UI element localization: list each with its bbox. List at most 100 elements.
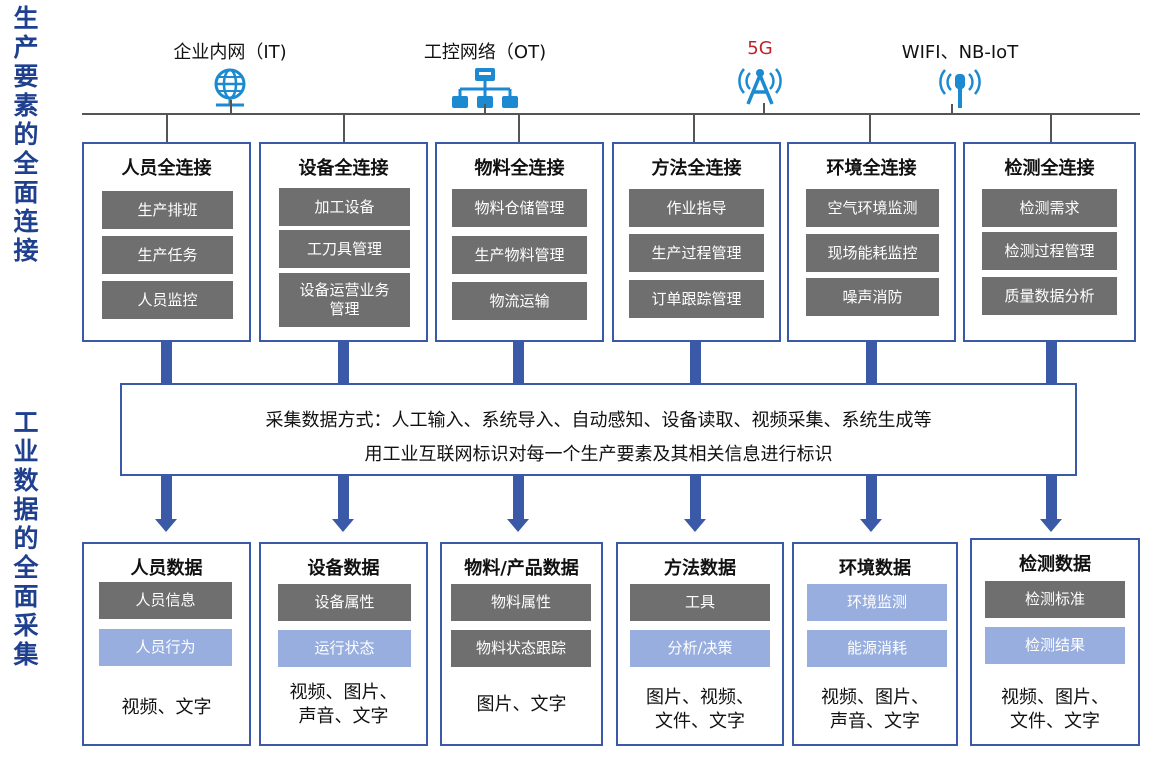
connection-item: 生产物料管理 (452, 236, 587, 274)
arrow-down-icon (332, 519, 354, 532)
network-5g: 5G (720, 0, 800, 109)
side-char: 面 (13, 178, 39, 207)
side-char: 工 (13, 408, 39, 437)
side-char: 的 (13, 524, 39, 553)
connection-box-equipment: 设备全连接 加工设备 工刀具管理 设备运营业务 管理 (259, 142, 428, 342)
network-label: WIFI、NB-IoT (901, 42, 1019, 63)
data-item: 物料状态跟踪 (451, 630, 591, 667)
arrow-shaft (161, 476, 172, 520)
network-ot: 工控网络（OT) (405, 0, 565, 116)
arrow-shaft (690, 342, 701, 383)
connection-item: 物料仓储管理 (452, 189, 587, 227)
box-title: 环境全连接 (826, 158, 917, 179)
connection-item: 质量数据分析 (982, 277, 1117, 315)
arrow-shaft (1046, 476, 1057, 520)
connection-item: 检测过程管理 (982, 232, 1117, 270)
side-char: 接 (13, 236, 39, 265)
collection-method-box: 采集数据方式：人工输入、系统导入、自动感知、设备读取、视频采集、系统生成等 用工… (120, 383, 1077, 476)
arrow-shaft (513, 476, 524, 520)
arrow-shaft (866, 342, 877, 383)
arrow-down-icon (155, 519, 177, 532)
connection-item: 生产排班 (102, 191, 233, 229)
wifi-antenna-icon (939, 69, 981, 108)
data-box-method: 方法数据 工具 分析/决策 图片、视频、 文件、文字 (616, 542, 784, 746)
globe-network-icon (214, 68, 246, 107)
network-connector (951, 104, 953, 114)
side-char: 连 (13, 207, 39, 236)
side-char: 产 (13, 33, 39, 62)
data-item: 环境监测 (807, 584, 947, 621)
side-title-collection: 工 业 数 据 的 全 面 采 集 (6, 408, 46, 669)
box-title: 设备数据 (307, 558, 380, 579)
data-formats: 视频、图片、 声音、文字 (821, 687, 929, 732)
data-box-material-product: 物料/产品数据 物料属性 物料状态跟踪 图片、文字 (440, 542, 603, 746)
connection-item: 生产任务 (102, 236, 233, 274)
connection-item: 加工设备 (279, 188, 410, 226)
arrow-shaft (866, 476, 877, 520)
data-box-equipment: 设备数据 设备属性 运行状态 视频、图片、 声音、文字 (259, 542, 428, 746)
network-label: 企业内网（IT) (173, 42, 287, 63)
connection-item: 生产过程管理 (629, 234, 764, 272)
arrow-down-icon (860, 519, 882, 532)
data-box-inspection: 检测数据 检测标准 检测结果 视频、图片、 文件、文字 (970, 538, 1140, 746)
network-label: 5G (747, 38, 773, 59)
connection-item: 空气环境监测 (806, 189, 939, 227)
data-item: 能源消耗 (807, 630, 947, 667)
cell-tower-icon (738, 68, 782, 105)
connection-box-inspection: 检测全连接 检测需求 检测过程管理 质量数据分析 (963, 142, 1136, 342)
box-connector (1050, 114, 1052, 142)
data-item: 检测标准 (985, 581, 1125, 618)
connection-box-environment: 环境全连接 空气环境监测 现场能耗监控 噪声消防 (787, 142, 956, 342)
arrow-shaft (338, 342, 349, 383)
arrow-shaft (161, 342, 172, 383)
side-char: 素 (13, 91, 39, 120)
box-title: 物料全连接 (474, 158, 565, 179)
box-connector (869, 114, 871, 142)
side-char: 面 (13, 582, 39, 611)
connection-item: 设备运营业务 管理 (279, 273, 410, 327)
connection-box-material: 物料全连接 物料仓储管理 生产物料管理 物流运输 (435, 142, 604, 342)
side-char: 全 (13, 149, 39, 178)
side-char: 数 (13, 466, 39, 495)
box-title: 设备全连接 (298, 158, 389, 179)
box-connector (518, 114, 520, 142)
data-item: 物料属性 (451, 584, 591, 621)
box-title: 物料/产品数据 (464, 558, 579, 579)
arrow-shaft (690, 476, 701, 520)
collection-method-text: 采集数据方式：人工输入、系统导入、自动感知、设备读取、视频采集、系统生成等 (265, 410, 932, 431)
box-title: 检测数据 (1019, 554, 1091, 575)
network-topology-icon (452, 68, 518, 108)
side-char: 的 (13, 120, 39, 149)
connection-item: 作业指导 (629, 189, 764, 227)
connection-item: 订单跟踪管理 (629, 280, 764, 318)
data-formats: 视频、图片、 文件、文字 (1001, 687, 1109, 732)
arrow-down-icon (684, 519, 706, 532)
connection-box-method: 方法全连接 作业指导 生产过程管理 订单跟踪管理 (612, 142, 781, 342)
side-char: 要 (13, 62, 39, 91)
box-connector (693, 114, 695, 142)
data-item: 设备属性 (278, 584, 411, 621)
network-bus-line (82, 113, 1140, 115)
side-char: 据 (13, 495, 39, 524)
data-item: 工具 (630, 584, 770, 621)
arrow-shaft (513, 342, 524, 383)
box-title: 检测全连接 (1004, 158, 1095, 179)
box-connector (166, 114, 168, 142)
data-formats: 图片、文字 (476, 694, 567, 715)
data-item: 人员行为 (99, 629, 232, 666)
data-box-personnel: 人员数据 人员信息 人员行为 视频、文字 (82, 542, 251, 746)
data-formats: 视频、文字 (121, 697, 212, 718)
box-title: 环境数据 (839, 558, 911, 579)
connection-item: 人员监控 (102, 281, 233, 319)
box-title: 人员全连接 (121, 158, 212, 179)
box-title: 方法数据 (664, 558, 736, 579)
arrow-shaft (1046, 342, 1057, 383)
arrow-shaft (338, 476, 349, 520)
network-connector (484, 104, 486, 114)
side-char: 生 (13, 4, 39, 33)
side-char: 采 (13, 611, 39, 640)
network-wifi: WIFI、NB-IoT (890, 0, 1030, 112)
side-char: 业 (13, 437, 39, 466)
network-label: 工控网络（OT) (423, 42, 547, 63)
connection-item: 现场能耗监控 (806, 234, 939, 272)
